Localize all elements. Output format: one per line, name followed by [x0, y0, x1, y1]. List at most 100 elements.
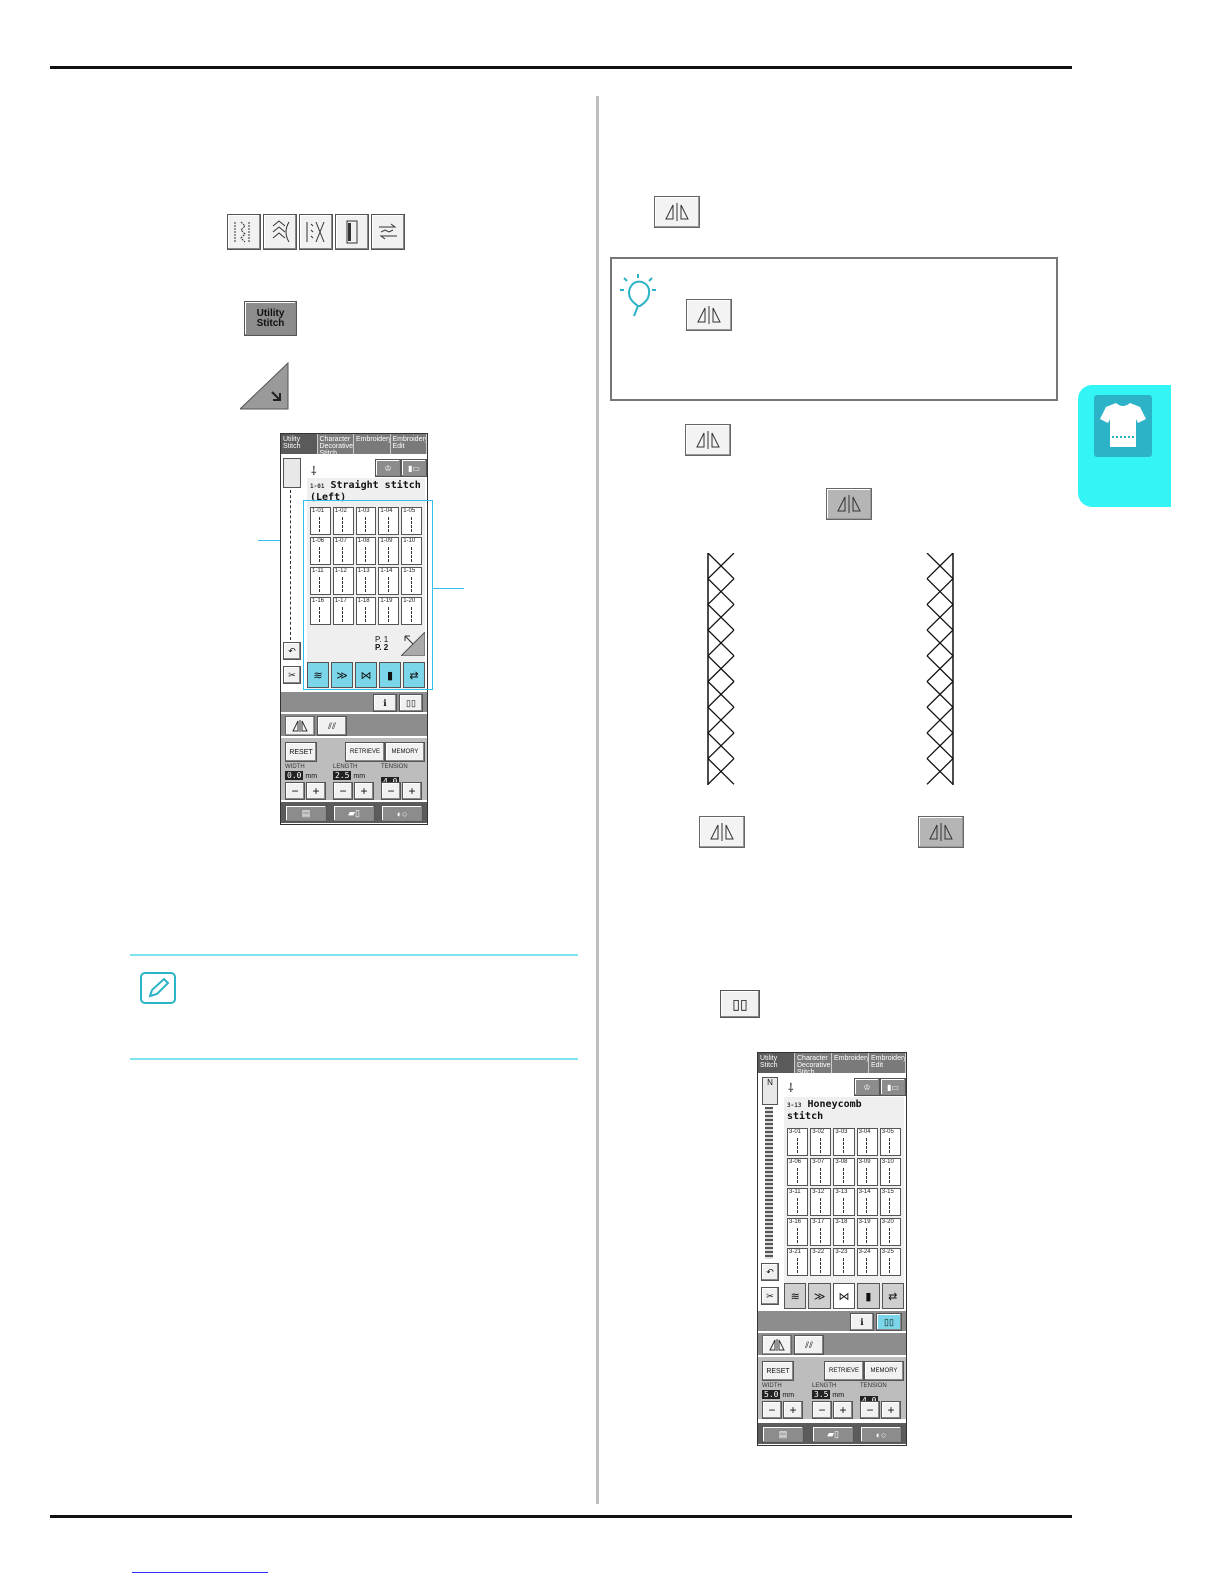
- tab-embroidery-edit[interactable]: Embroidery Edit: [869, 1053, 906, 1073]
- stitch-image-key[interactable]: ▯▯: [720, 990, 760, 1018]
- stitch-cell[interactable]: 3-12: [810, 1188, 832, 1216]
- stitch-cell[interactable]: 1-13: [355, 567, 377, 595]
- stitch-cell[interactable]: 1-01: [310, 507, 331, 535]
- category-sideways[interactable]: ⇄: [403, 662, 425, 688]
- stitch-cell[interactable]: 3-07: [810, 1158, 832, 1186]
- twin-needle-key[interactable]: ⫽⫽: [317, 716, 347, 736]
- reset-button[interactable]: RESET: [762, 1361, 794, 1381]
- nav-help-icon[interactable]: ◐○: [860, 1426, 902, 1443]
- category-decorative[interactable]: ⋈: [355, 662, 377, 688]
- stitch-cell[interactable]: 1-07: [332, 537, 354, 565]
- stitch-cell[interactable]: 1-15: [401, 567, 422, 595]
- category-buttonhole[interactable]: ▮: [379, 662, 401, 688]
- stitch-cell[interactable]: 3-23: [833, 1248, 855, 1276]
- info-icon[interactable]: ℹ: [850, 1313, 874, 1331]
- manual-icon[interactable]: ▯▯: [399, 694, 423, 712]
- machine-settings-icon[interactable]: ▮▭: [401, 459, 427, 477]
- length-minus-button[interactable]: −: [333, 782, 353, 800]
- retrieve-button[interactable]: RETRIEVE: [345, 742, 385, 762]
- length-plus-button[interactable]: +: [354, 782, 374, 800]
- reverse-stitch-icon[interactable]: ↶: [761, 1263, 779, 1281]
- mirror-image-key-off[interactable]: [699, 816, 745, 848]
- category-overcasting[interactable]: ≫: [331, 662, 353, 688]
- buttonhole-category-button[interactable]: [335, 214, 369, 250]
- stitch-cell[interactable]: 3-14: [856, 1188, 878, 1216]
- stitch-cell[interactable]: 3-20: [879, 1218, 901, 1246]
- sideways-category-button[interactable]: [371, 214, 405, 250]
- tab-embroidery-edit[interactable]: Embroidery Edit: [391, 434, 427, 454]
- shirt-settings-icon[interactable]: ♔: [854, 1078, 880, 1096]
- stitch-cell[interactable]: 3-18: [833, 1218, 855, 1246]
- stitch-cell[interactable]: 3-19: [856, 1218, 878, 1246]
- thread-cutter-icon[interactable]: ✂: [761, 1287, 779, 1305]
- chapter-side-tab[interactable]: [1078, 385, 1171, 507]
- length-plus-button[interactable]: +: [833, 1401, 853, 1419]
- width-minus-button[interactable]: −: [762, 1401, 782, 1419]
- width-minus-button[interactable]: −: [285, 782, 305, 800]
- stitch-cell[interactable]: 3-24: [856, 1248, 878, 1276]
- stitch-cell[interactable]: 3-15: [879, 1188, 901, 1216]
- stitch-cell[interactable]: 3-25: [879, 1248, 901, 1276]
- stitch-cell[interactable]: 1-08: [355, 537, 377, 565]
- stitch-cell[interactable]: 3-03: [833, 1128, 855, 1156]
- tension-plus-button[interactable]: +: [402, 782, 422, 800]
- tab-character-decorative[interactable]: Character Decorative Stitch: [797, 1053, 832, 1073]
- stitch-cell[interactable]: 3-06: [787, 1158, 809, 1186]
- memory-button[interactable]: MEMORY: [864, 1361, 904, 1381]
- nav-help-icon[interactable]: ◐○: [381, 805, 423, 822]
- length-minus-button[interactable]: −: [812, 1401, 832, 1419]
- stitch-cell[interactable]: 1-19: [378, 597, 400, 625]
- stitch-cell[interactable]: 1-18: [355, 597, 377, 625]
- stitch-cell[interactable]: 3-22: [810, 1248, 832, 1276]
- mirror-image-key-press[interactable]: [685, 424, 731, 456]
- stitch-cell[interactable]: 1-09: [378, 537, 400, 565]
- category-buttonhole[interactable]: ▮: [857, 1283, 880, 1309]
- stitch-cell[interactable]: 3-17: [810, 1218, 832, 1246]
- memory-button[interactable]: MEMORY: [385, 742, 425, 762]
- stitch-cell[interactable]: 3-08: [833, 1158, 855, 1186]
- stitch-cell[interactable]: 1-02: [332, 507, 354, 535]
- stitch-cell[interactable]: 1-14: [378, 567, 400, 595]
- category-utility[interactable]: ≋: [307, 662, 329, 688]
- nav-list-icon[interactable]: ▤: [762, 1426, 804, 1443]
- width-plus-button[interactable]: +: [306, 782, 326, 800]
- width-plus-button[interactable]: +: [783, 1401, 803, 1419]
- mirror-image-key-active[interactable]: [826, 488, 872, 520]
- stitch-cell[interactable]: 1-03: [355, 507, 377, 535]
- category-sideways[interactable]: ⇄: [881, 1283, 904, 1309]
- stitch-cell[interactable]: 1-06: [310, 537, 331, 565]
- tab-utility-stitch[interactable]: Utility Stitch: [281, 434, 318, 454]
- stitch-cell[interactable]: 3-11: [787, 1188, 809, 1216]
- tension-minus-button[interactable]: −: [381, 782, 401, 800]
- overcasting-category-button[interactable]: [263, 214, 297, 250]
- stitch-cell[interactable]: 3-10: [879, 1158, 901, 1186]
- category-utility[interactable]: ≋: [784, 1283, 807, 1309]
- nav-list-icon[interactable]: ▤: [285, 805, 327, 822]
- stitch-cell[interactable]: 3-05: [879, 1128, 901, 1156]
- tab-embroidery[interactable]: Embroidery: [832, 1053, 869, 1073]
- stitch-cell[interactable]: 1-10: [401, 537, 422, 565]
- stitch-cell[interactable]: 1-05: [401, 507, 422, 535]
- tab-character-decorative[interactable]: Character Decorative Stitch: [319, 434, 354, 454]
- twin-needle-key[interactable]: ⫽⫽: [794, 1335, 824, 1355]
- info-icon[interactable]: ℹ: [373, 694, 397, 712]
- mirror-image-key-step[interactable]: [654, 196, 700, 228]
- tab-embroidery[interactable]: Embroidery: [354, 434, 391, 454]
- stitch-cell[interactable]: 1-11: [310, 567, 331, 595]
- retrieve-button[interactable]: RETRIEVE: [824, 1361, 864, 1381]
- stitch-cell[interactable]: 3-02: [810, 1128, 832, 1156]
- stitch-cell[interactable]: 3-16: [787, 1218, 809, 1246]
- tension-minus-button[interactable]: −: [860, 1401, 880, 1419]
- shirt-settings-icon[interactable]: ♔: [375, 459, 401, 477]
- mirror-image-key[interactable]: [285, 716, 315, 736]
- stitch-cell[interactable]: 1-12: [332, 567, 354, 595]
- reverse-stitch-icon[interactable]: ↶: [283, 642, 301, 660]
- category-decorative[interactable]: ⋈: [832, 1283, 856, 1309]
- stitch-cell[interactable]: 3-21: [787, 1248, 809, 1276]
- mirror-image-key-on[interactable]: [918, 816, 964, 848]
- stitch-cell[interactable]: 1-16: [310, 597, 331, 625]
- reset-button[interactable]: RESET: [285, 742, 317, 762]
- category-overcasting[interactable]: ≫: [808, 1283, 831, 1309]
- stitch-cell[interactable]: 3-09: [856, 1158, 878, 1186]
- nav-machine-icon[interactable]: ▰▯: [812, 1426, 854, 1443]
